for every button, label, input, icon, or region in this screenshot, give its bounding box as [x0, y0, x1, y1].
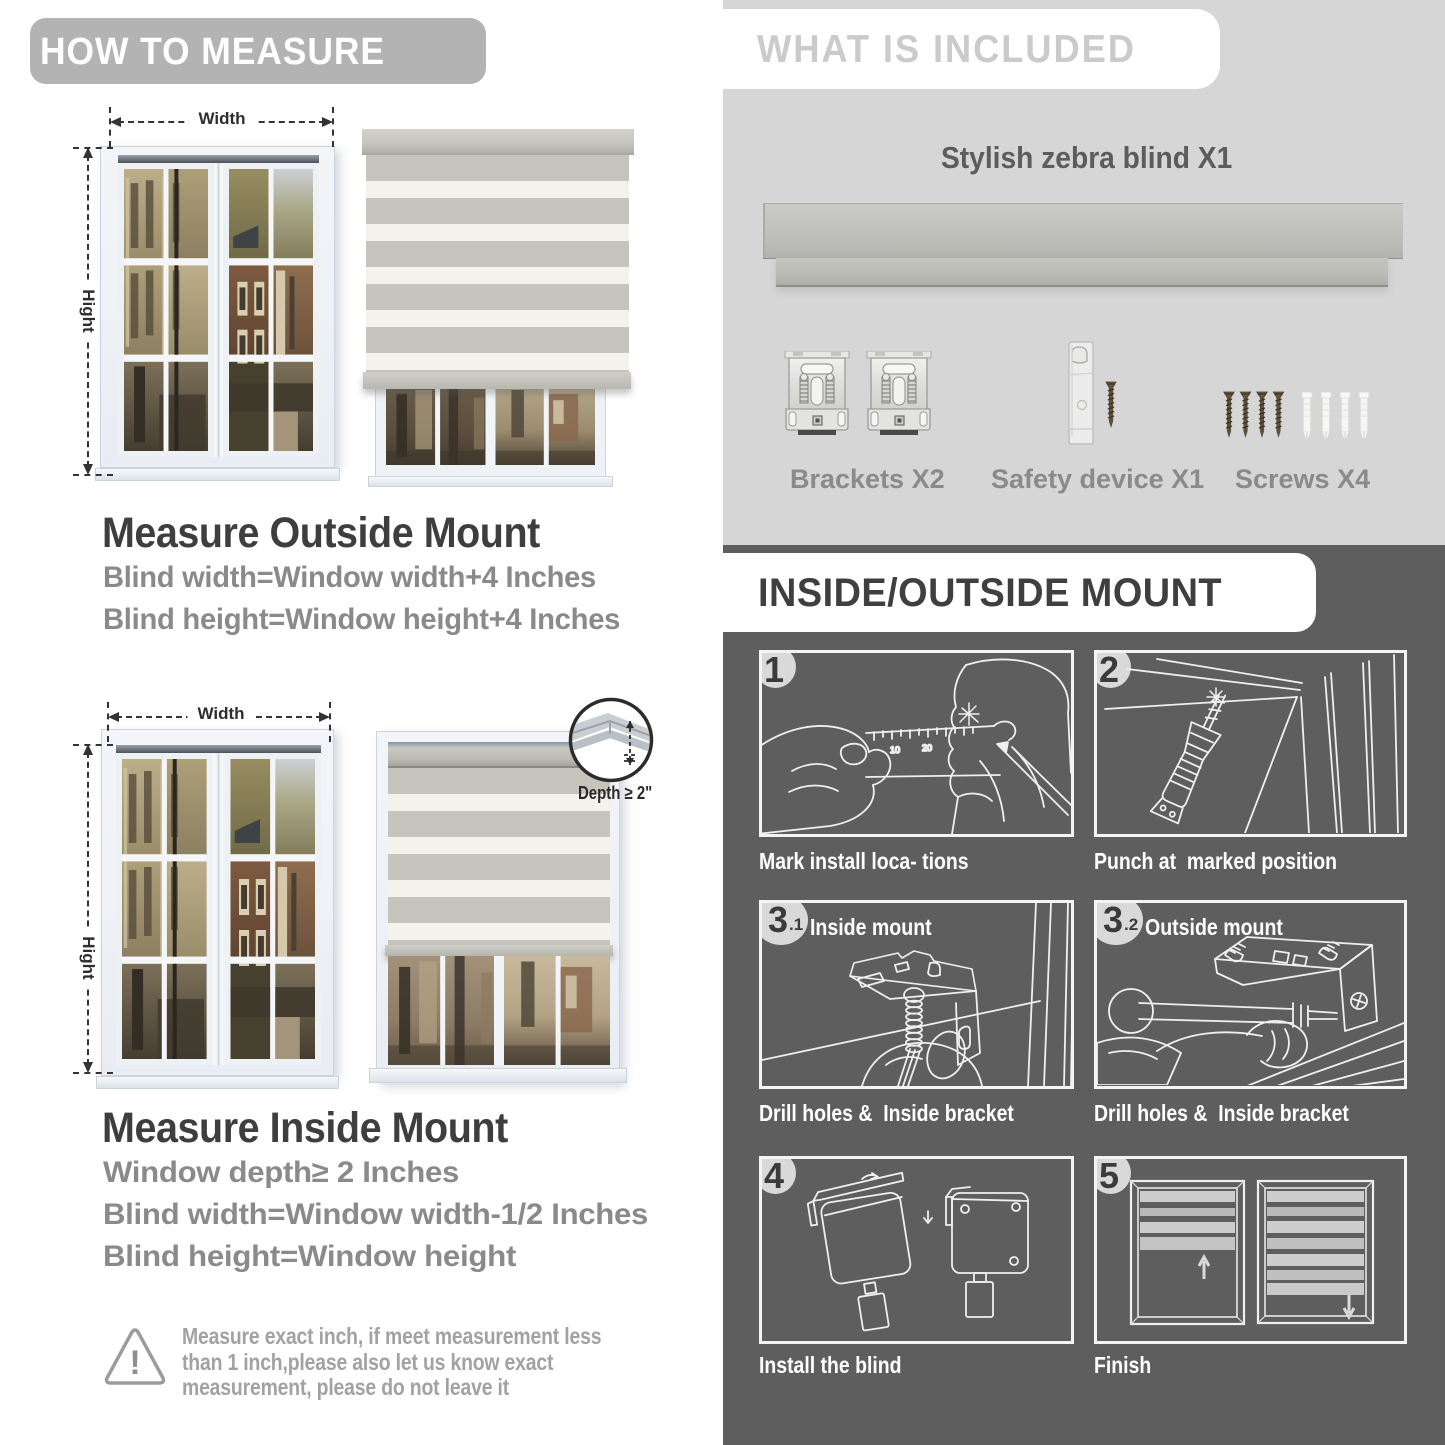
- svg-text:!: !: [129, 1344, 140, 1382]
- svg-text:20: 20: [922, 743, 932, 753]
- svg-text:10: 10: [890, 745, 900, 755]
